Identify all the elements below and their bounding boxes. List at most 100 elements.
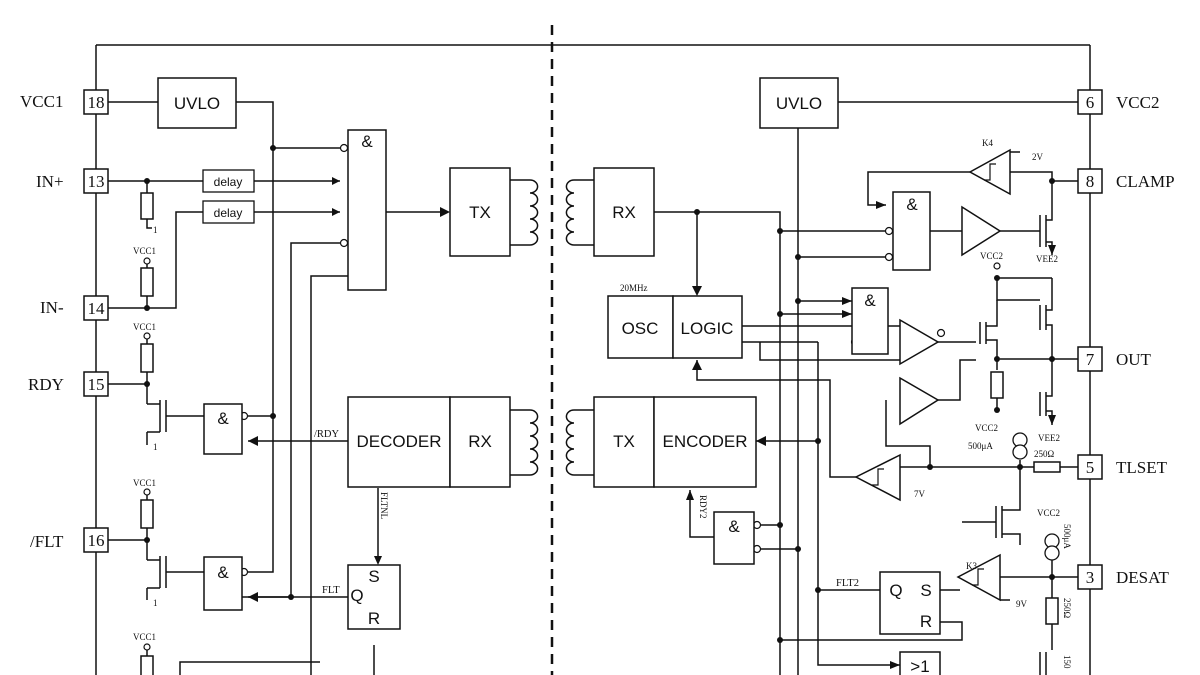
pin-in-plus: IN+ 13	[36, 168, 109, 194]
transformer-top	[510, 179, 594, 246]
k4-label: K4	[982, 138, 993, 148]
pin-vcc1: VCC1 18	[20, 89, 109, 115]
ground-one-label-b: 1	[153, 442, 158, 452]
pin-vcc2: 6 VCC2	[1077, 89, 1159, 115]
and-gate-flt: &	[203, 556, 243, 611]
sr-right-r: R	[920, 612, 932, 631]
and-gate-rdy2: &	[713, 511, 755, 565]
and-gate-main: &	[347, 129, 387, 291]
tx-top-label: TX	[469, 203, 491, 222]
vcc1-label-rdy: VCC1	[133, 322, 156, 332]
pin-out-number: 7	[1086, 350, 1095, 369]
and-rdy-label: &	[217, 409, 229, 428]
sr-latch-right: Q S R	[879, 571, 941, 635]
pin-tlset: 5 TLSET	[1077, 454, 1168, 480]
out-buffer-high	[899, 318, 940, 366]
pin-vcc1-number: 18	[88, 93, 105, 112]
delay-block-2: delay	[202, 200, 255, 224]
and-flt-label: &	[217, 563, 229, 582]
and-gate-rdy: &	[203, 403, 243, 455]
current-source-desat-label: 500μA	[1062, 524, 1072, 549]
clamp-buffer	[961, 205, 1002, 257]
vcc1-label-flt: VCC1	[133, 478, 156, 488]
uvlo-left-label: UVLO	[174, 94, 220, 113]
ground-one-label-c: 1	[153, 598, 158, 608]
k3-comparator	[956, 553, 1001, 602]
uvlo-left-block: UVLO	[157, 77, 237, 129]
decoder-label: DECODER	[356, 432, 441, 451]
uvlo-right-block: UVLO	[759, 77, 839, 129]
pin-in-plus-name: IN+	[36, 172, 64, 191]
fltnl-label: FLTNL	[379, 492, 389, 519]
rx-top-block: RX	[593, 167, 655, 257]
uvlo-right-label: UVLO	[776, 94, 822, 113]
logic-label: LOGIC	[681, 319, 734, 338]
pin-desat-number: 3	[1086, 568, 1095, 587]
pin-flt-name: /FLT	[30, 532, 64, 551]
decoder-block: DECODER	[347, 396, 451, 488]
rdy2-label: RDY2	[698, 495, 708, 519]
osc-frequency-label: 20MHz	[620, 283, 648, 293]
flt-label: FLT	[322, 585, 340, 596]
resistor-mid-label: 250Ω	[1034, 449, 1055, 459]
and-rdy2-label: &	[728, 517, 740, 536]
or-gate: >1	[899, 651, 941, 675]
delay-block-1: delay	[202, 169, 255, 193]
pin-desat: 3 DESAT	[1077, 564, 1170, 590]
rx-bottom-block: RX	[449, 396, 511, 488]
transformer-bottom	[510, 409, 594, 476]
pin-out: 7 OUT	[1077, 346, 1152, 372]
osc-logic-block: OSC LOGIC 20MHz	[607, 283, 743, 359]
pin-clamp-name: CLAMP	[1116, 172, 1175, 191]
clamp-threshold-label: 2V	[1032, 152, 1044, 162]
pin-rdy: RDY 15	[28, 371, 109, 397]
pin-in-plus-number: 13	[88, 172, 105, 191]
pin-desat-name: DESAT	[1116, 568, 1170, 587]
pin-flt-number: 16	[88, 531, 105, 550]
tx-bottom-block: TX	[593, 396, 655, 488]
current-source-mid-label: 500μA	[968, 441, 993, 451]
pin-tlset-number: 5	[1086, 458, 1095, 477]
ground-one-label-a: 1	[153, 225, 158, 235]
tlset-threshold-label: 7V	[914, 489, 926, 499]
and-gate-out: &	[851, 287, 889, 355]
tx-top-block: TX	[449, 167, 511, 257]
sr-right-s: S	[920, 581, 931, 600]
vcc2-desat-label: VCC2	[1037, 508, 1060, 518]
pin-in-minus: IN- 14	[40, 295, 109, 321]
tx-bottom-label: TX	[613, 432, 635, 451]
encoder-block: ENCODER	[653, 396, 757, 488]
and-out-label: &	[864, 291, 876, 310]
and-main-label: &	[361, 132, 373, 151]
pin-flt: /FLT 16	[30, 527, 109, 553]
vee2-mid-label: VEE2	[1038, 433, 1060, 443]
delay-1-label: delay	[214, 175, 243, 189]
osc-label: OSC	[622, 319, 659, 338]
bottom-value-label: 150	[1062, 655, 1072, 669]
and-gate-clamp: &	[892, 191, 931, 271]
pin-in-minus-name: IN-	[40, 298, 64, 317]
pin-rdy-name: RDY	[28, 375, 64, 394]
pin-out-name: OUT	[1116, 350, 1152, 369]
pin-vcc2-name: VCC2	[1116, 93, 1159, 112]
or-gate-label: >1	[910, 657, 929, 675]
sr-left-q: Q	[350, 586, 363, 605]
flt2-label: FLT2	[836, 578, 859, 589]
desat-threshold-label: 9V	[1016, 599, 1028, 609]
pin-clamp-number: 8	[1086, 172, 1095, 191]
rx-top-label: RX	[612, 203, 636, 222]
rdy-bar-label: /RDY	[314, 429, 340, 440]
sr-left-s: S	[368, 567, 379, 586]
sr-latch-left: S Q R	[347, 564, 401, 630]
pin-clamp: 8 CLAMP	[1077, 168, 1175, 194]
and-clamp-label: &	[906, 195, 918, 214]
encoder-label: ENCODER	[662, 432, 747, 451]
vcc1-label-bottom: VCC1	[133, 632, 156, 642]
pin-tlset-name: TLSET	[1116, 458, 1168, 477]
delay-2-label: delay	[214, 206, 243, 220]
vee2-top-label: VEE2	[1036, 254, 1058, 264]
pin-vcc2-number: 6	[1086, 93, 1095, 112]
vcc1-label-in-minus: VCC1	[133, 246, 156, 256]
sr-left-r: R	[368, 609, 380, 628]
